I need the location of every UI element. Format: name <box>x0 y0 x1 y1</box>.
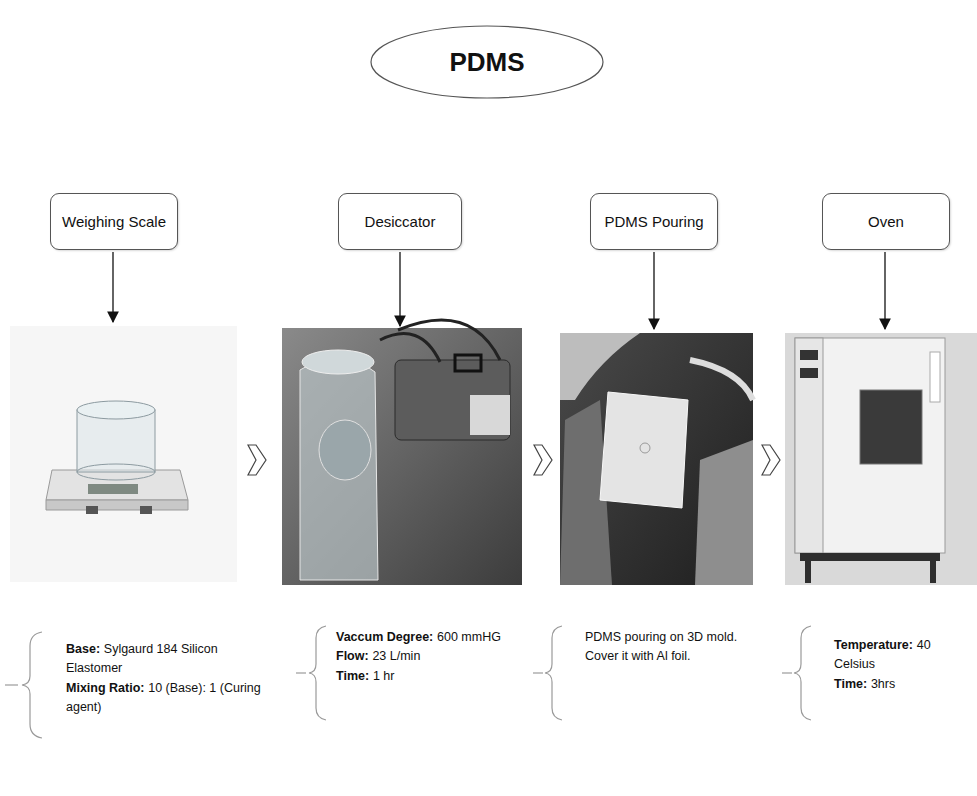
box-label: Oven <box>868 213 904 230</box>
draft-shield-rim <box>77 464 155 480</box>
parameter-name: Time: <box>336 669 369 683</box>
photo-ground <box>10 326 237 582</box>
desiccator-plate <box>319 420 371 480</box>
note-line: Time: 1 hr <box>336 667 526 686</box>
parameter-note: Temperature:40 CelsiusTime: 3hrs <box>834 636 974 694</box>
step-chevron <box>248 445 266 475</box>
parameter-note: Vaccum Degree:600 mmHGFlow:23 L/minTime:… <box>336 628 526 686</box>
scale-body <box>46 470 188 500</box>
oven-stand <box>800 553 940 561</box>
parameter-value: 1 hr <box>373 669 395 683</box>
oven-leg <box>805 561 811 583</box>
note-line: Temperature:40 Celsius <box>834 636 974 675</box>
oven-cabinet <box>795 338 945 553</box>
brace-stub <box>533 672 543 673</box>
note-line: PDMS pouring on 3D mold. Cover it with A… <box>585 628 763 667</box>
brace-stub <box>296 672 306 673</box>
foil <box>695 440 753 585</box>
vacuum-pump <box>395 360 510 440</box>
mold-feature <box>640 443 650 453</box>
brace <box>545 626 562 720</box>
note-line: Flow:23 L/min <box>336 647 526 666</box>
brace <box>309 626 326 720</box>
braces <box>5 626 811 738</box>
down-arrow <box>399 252 400 326</box>
oven-window <box>860 390 922 464</box>
oven-sticker <box>930 352 940 402</box>
pouring-photo <box>560 333 753 585</box>
brace <box>22 632 42 738</box>
step-chevrons <box>248 445 780 475</box>
desiccator-photo <box>282 320 522 585</box>
down-arrow <box>653 252 654 329</box>
desiccator-jar <box>300 358 378 580</box>
ellipse-shape <box>371 26 603 98</box>
parameter-name: Vaccum Degree: <box>336 630 433 644</box>
down-arrow <box>112 252 113 322</box>
foil <box>560 333 640 400</box>
parameter-value: 23 L/min <box>372 649 420 663</box>
parameter-name: Mixing Ratio: <box>66 681 144 695</box>
parameter-value: 3hrs <box>871 677 895 691</box>
note-line: Vaccum Degree: 600 mmHG <box>336 628 526 647</box>
pdms-mold <box>600 392 688 508</box>
title-text: PDMS <box>449 47 524 78</box>
desiccator-lid <box>302 350 374 374</box>
step-chevron <box>534 445 552 475</box>
oven-leg <box>930 561 936 583</box>
brace-stub <box>5 684 18 685</box>
note-line: Mixing Ratio:10 (Base): 1 (Curing agent) <box>66 679 271 718</box>
step-box: Oven <box>822 193 950 250</box>
down-arrows <box>113 252 885 329</box>
parameter-name: Time: <box>834 677 867 691</box>
scale-base <box>46 500 188 510</box>
step-box: Desiccator <box>338 193 462 250</box>
note-line: Base:Sylgaurd 184 Silicon Elastomer <box>66 640 271 679</box>
box-label: PDMS Pouring <box>604 213 703 230</box>
photo-ground <box>785 333 977 585</box>
step-box: Weighing Scale <box>50 193 178 250</box>
pump-label <box>470 395 510 435</box>
scale-display <box>88 484 138 494</box>
oven-photo <box>785 333 977 585</box>
parameter-name: Flow: <box>336 649 369 663</box>
step-box: PDMS Pouring <box>590 193 718 250</box>
oven-display <box>800 368 818 378</box>
parameter-note: PDMS pouring on 3D mold. Cover it with A… <box>585 628 763 667</box>
oven-panel <box>795 338 823 553</box>
parameter-name: Base: <box>66 642 100 656</box>
brace <box>794 626 811 720</box>
down-arrow <box>884 252 885 329</box>
parameter-value: 600 mmHG <box>437 630 501 644</box>
container-rim <box>690 360 753 400</box>
parameter-note: Base:Sylgaurd 184 Silicon ElastomerMixin… <box>66 640 271 718</box>
photo-ground <box>282 328 522 585</box>
title-ellipse: PDMS <box>370 25 604 99</box>
step-chevron <box>762 445 780 475</box>
parameter-name: Temperature: <box>834 638 913 652</box>
box-label: Weighing Scale <box>62 213 166 230</box>
parameter-value: PDMS pouring on 3D mold. Cover it with A… <box>585 630 737 663</box>
box-label: Desiccator <box>365 213 436 230</box>
oven-display <box>800 350 818 360</box>
draft-shield-top <box>77 401 155 419</box>
brace-stub <box>782 672 792 673</box>
scale-photo <box>10 326 237 582</box>
scale-foot <box>140 506 152 514</box>
note-line: Time: 3hrs <box>834 675 974 694</box>
scale-foot <box>86 506 98 514</box>
pump-handle <box>455 355 481 371</box>
photo-ground <box>560 333 753 585</box>
